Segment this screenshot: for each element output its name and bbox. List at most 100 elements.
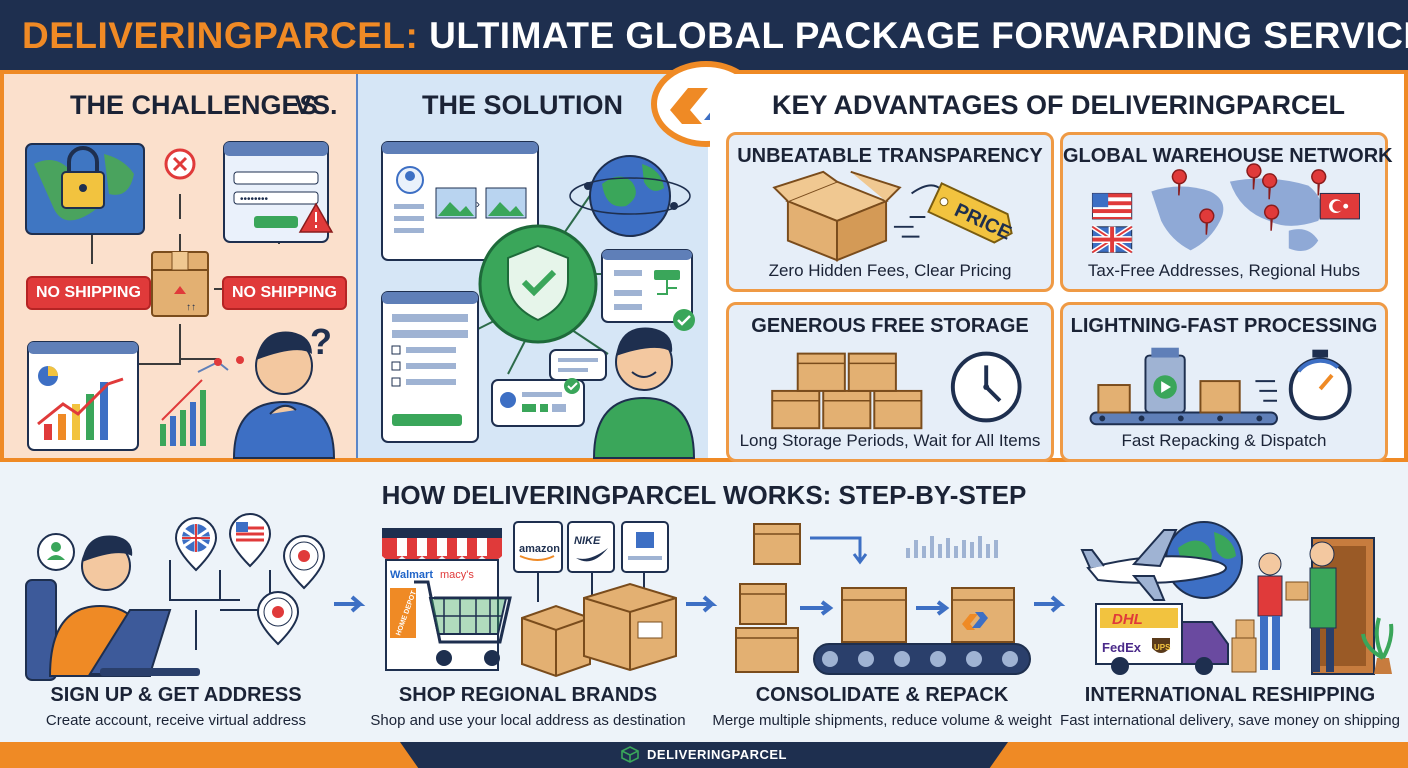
advantage-subtitle: Tax-Free Addresses, Regional Hubs: [1087, 261, 1361, 280]
arrow-right-icon: [1034, 595, 1066, 613]
step-title: CONSOLIDATE & REPACK: [755, 684, 1009, 706]
vs-label: VS.: [294, 90, 338, 120]
solution-title: THE SOLUTION: [422, 90, 623, 120]
macys-logo: macy's: [440, 569, 474, 581]
step-subtitle: Create account, receive virtual address: [45, 712, 307, 729]
locked-globe-icon: [25, 143, 145, 235]
solution-illustration: ›: [381, 141, 696, 459]
step-subtitle: Merge multiple shipments, reduce volume …: [712, 712, 1052, 729]
blocked-package-icon: ↑↑: [151, 251, 209, 317]
form-window-icon: [381, 291, 479, 443]
airplane-icon: [1080, 529, 1227, 601]
svg-text:••••••••: ••••••••: [240, 194, 269, 205]
brand-name: DELIVERINGPARCEL:: [22, 14, 419, 56]
step-sign-up: SIGN UP & GET ADDRESS Create account, re…: [6, 462, 346, 742]
price-tag-box-icon: PRICE: [772, 170, 1015, 262]
amazon-logo: amazon: [519, 543, 560, 555]
step-shop: Walmart macy's HOME DEPOT amazon NIKE: [358, 462, 698, 742]
reshipping-illustration: DHL FedEx UPS: [1080, 521, 1394, 675]
top-section: THE CHALLENGES VS.: [0, 61, 1408, 462]
shopping-cart-icon: [414, 580, 512, 666]
svg-text:?: ?: [310, 321, 332, 362]
step-consolidate: CONSOLIDATE & REPACK Merge multiple ship…: [712, 462, 1052, 742]
package-boxes-icon: [521, 582, 677, 678]
world-map-pins-icon: [1091, 163, 1360, 255]
declining-chart-icon: [27, 341, 139, 451]
title-text: ULTIMATE GLOBAL PACKAGE FORWARDING SERVI…: [429, 14, 1408, 56]
fedex-logo: FedEx: [1102, 640, 1142, 655]
page-header: DELIVERINGPARCEL: ULTIMATE GLOBAL PACKAG…: [0, 0, 1408, 70]
parcel-logo-icon: [621, 746, 639, 763]
security-shield-icon: [478, 224, 598, 344]
verified-card-icon: [491, 378, 585, 427]
challenges-illustration: •••••••• ↑↑: [25, 141, 336, 459]
japan-pin-icon: [256, 591, 300, 646]
step-reshipping: DHL FedEx UPS: [1060, 462, 1400, 742]
uk-flag-icon: [1091, 224, 1134, 255]
stacked-boxes-clock-icon: [771, 351, 1022, 430]
sign-up-illustration: [25, 513, 326, 681]
svg-text:›: ›: [476, 197, 480, 211]
shopping-illustration: Walmart macy's HOME DEPOT amazon NIKE: [382, 521, 677, 678]
logo-sticker-icon: [962, 612, 988, 630]
workflow-window-icon: [601, 249, 693, 323]
step-title: SHOP REGIONAL BRANDS: [398, 684, 658, 706]
no-shipping-badge: NO SHIPPING: [222, 276, 347, 310]
blocked-login-window-icon: ••••••••: [223, 141, 334, 243]
delivery-people-icon: [1231, 537, 1375, 675]
stopwatch-icon: [1288, 349, 1352, 421]
advantages-panel: KEY ADVANTAGES OF DELIVERINGPARCEL UNBEA…: [710, 74, 1404, 462]
consolidate-illustration: [735, 523, 1031, 675]
advantage-card-transparency: UNBEATABLE TRANSPARENCY PRICE Zero Hidde…: [726, 132, 1054, 292]
uk-pin-icon: [174, 517, 218, 572]
step-title: INTERNATIONAL RESHIPPING: [1084, 684, 1376, 706]
profile-window-icon: ›: [381, 141, 539, 261]
svg-text:↑↑: ↑↑: [186, 302, 196, 313]
footer-logo-text: DELIVERINGPARCEL: [647, 746, 787, 762]
advantage-card-warehouse: GLOBAL WAREHOUSE NETWORK: [1060, 132, 1393, 292]
person-laptop-icon: [25, 535, 200, 681]
solution-panel: THE SOLUTION: [356, 74, 708, 459]
globe-network-icon: [569, 155, 691, 237]
advantage-card-processing: LIGHTNING-FAST PROCESSING Fast Repacking…: [1060, 302, 1388, 462]
challenges-panel: THE CHALLENGES VS.: [4, 74, 356, 459]
steps-section: HOW DELIVERINGPARCEL WORKS: STEP-BY-STEP: [0, 462, 1408, 768]
advantage-title: LIGHTNING-FAST PROCESSING: [1070, 315, 1378, 337]
challenges-title: THE CHALLENGES: [70, 90, 318, 120]
nike-window-icon: NIKE: [567, 521, 615, 573]
footer-logo: DELIVERINGPARCEL: [0, 746, 1408, 763]
clock-icon: [950, 351, 1022, 423]
footer-center: [400, 742, 1008, 768]
step-subtitle: Fast international delivery, save money …: [1060, 712, 1400, 729]
store-window-icon: [621, 521, 669, 573]
arrow-right-icon: [800, 600, 834, 616]
usa-flag-icon: [1091, 192, 1133, 220]
advantage-title: GLOBAL WAREHOUSE NETWORK: [1063, 145, 1393, 167]
weight-chart-icon: [906, 536, 998, 558]
confused-person-icon: ?: [232, 321, 336, 459]
advantage-subtitle: Zero Hidden Fees, Clear Pricing: [768, 261, 1012, 280]
advantage-title: GENEROUS FREE STORAGE: [751, 315, 1029, 337]
amazon-window-icon: amazon: [513, 521, 563, 573]
steps-title: HOW DELIVERINGPARCEL WORKS: STEP-BY-STEP: [381, 480, 1027, 510]
arrow-right-icon: [334, 595, 366, 613]
advantage-title: UNBEATABLE TRANSPARENCY: [737, 145, 1043, 167]
advantage-subtitle: Long Storage Periods, Wait for All Items: [739, 431, 1041, 450]
user-chat-icon: [37, 533, 75, 571]
conveyor-belt-icon: [813, 643, 1031, 675]
walmart-logo: Walmart: [390, 569, 433, 581]
usa-pin-icon: [228, 513, 272, 568]
dhl-logo: DHL: [1112, 611, 1143, 628]
ups-logo: UPS: [1154, 643, 1171, 652]
delivery-truck-icon: DHL FedEx UPS: [1095, 603, 1229, 675]
happy-person-icon: [592, 309, 696, 459]
advantage-subtitle: Fast Repacking & Dispatch: [1121, 431, 1327, 450]
turkey-flag-icon: [1319, 192, 1360, 220]
nike-logo: NIKE: [574, 535, 601, 547]
step-title: SIGN UP & GET ADDRESS: [50, 684, 302, 706]
advantages-title: KEY ADVANTAGES OF DELIVERINGPARCEL: [772, 90, 1346, 120]
arrow-right-icon: [686, 595, 718, 613]
small-bar-chart-icon: [160, 356, 244, 446]
no-shipping-badge: NO SHIPPING: [26, 276, 151, 310]
arrow-right-icon: [916, 600, 950, 616]
